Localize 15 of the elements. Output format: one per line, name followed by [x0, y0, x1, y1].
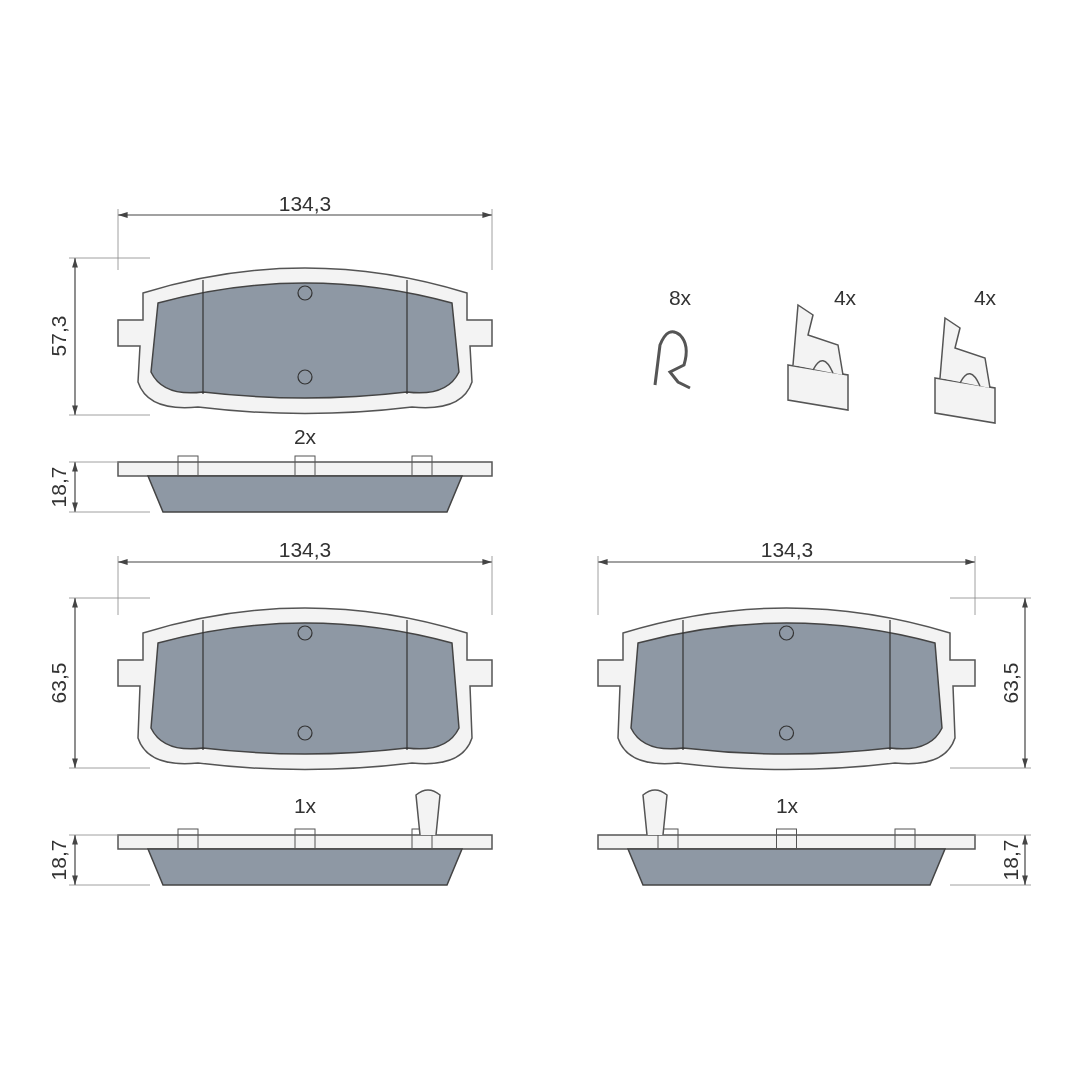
dimension-label: 63,5: [47, 662, 69, 704]
dimension-label: 134,3: [278, 538, 332, 560]
dimension-label: 18,7: [47, 839, 69, 881]
quantity-label: 8x: [668, 286, 692, 308]
dimension-label: 18,7: [47, 466, 69, 508]
quantity-label: 4x: [973, 286, 997, 308]
quantity-label: 4x: [833, 286, 857, 308]
dimension-label: 63,5: [999, 662, 1021, 704]
dimension-label: 134,3: [278, 192, 332, 214]
quantity-label: 2x: [293, 425, 317, 447]
dimension-label: 57,3: [47, 315, 69, 357]
dimension-label: 18,7: [999, 839, 1021, 881]
dimension-label: 134,3: [760, 538, 814, 560]
quantity-label: 1x: [775, 794, 799, 816]
quantity-label: 1x: [293, 794, 317, 816]
